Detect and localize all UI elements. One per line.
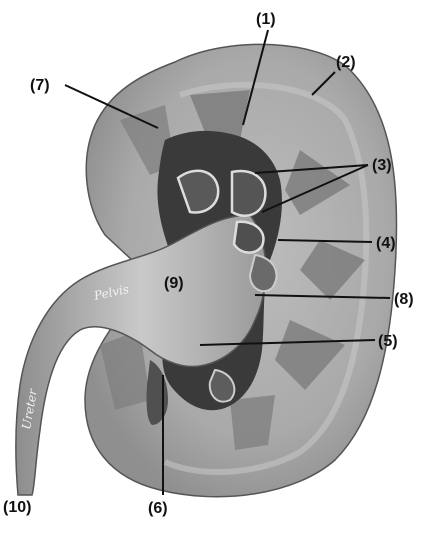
callout-4: (4) xyxy=(376,235,396,252)
callout-8: (8) xyxy=(394,291,414,308)
calyx xyxy=(232,171,265,216)
callout-1: (1) xyxy=(256,11,276,28)
callout-7: (7) xyxy=(30,77,50,94)
callout-5: (5) xyxy=(378,333,398,350)
callout-6: (6) xyxy=(148,500,168,517)
callout-10: (10) xyxy=(3,499,31,516)
renal-pyramid xyxy=(230,395,275,450)
callout-3: (3) xyxy=(372,157,392,174)
callout-2: (2) xyxy=(336,54,356,71)
callout-9: (9) xyxy=(164,275,184,292)
